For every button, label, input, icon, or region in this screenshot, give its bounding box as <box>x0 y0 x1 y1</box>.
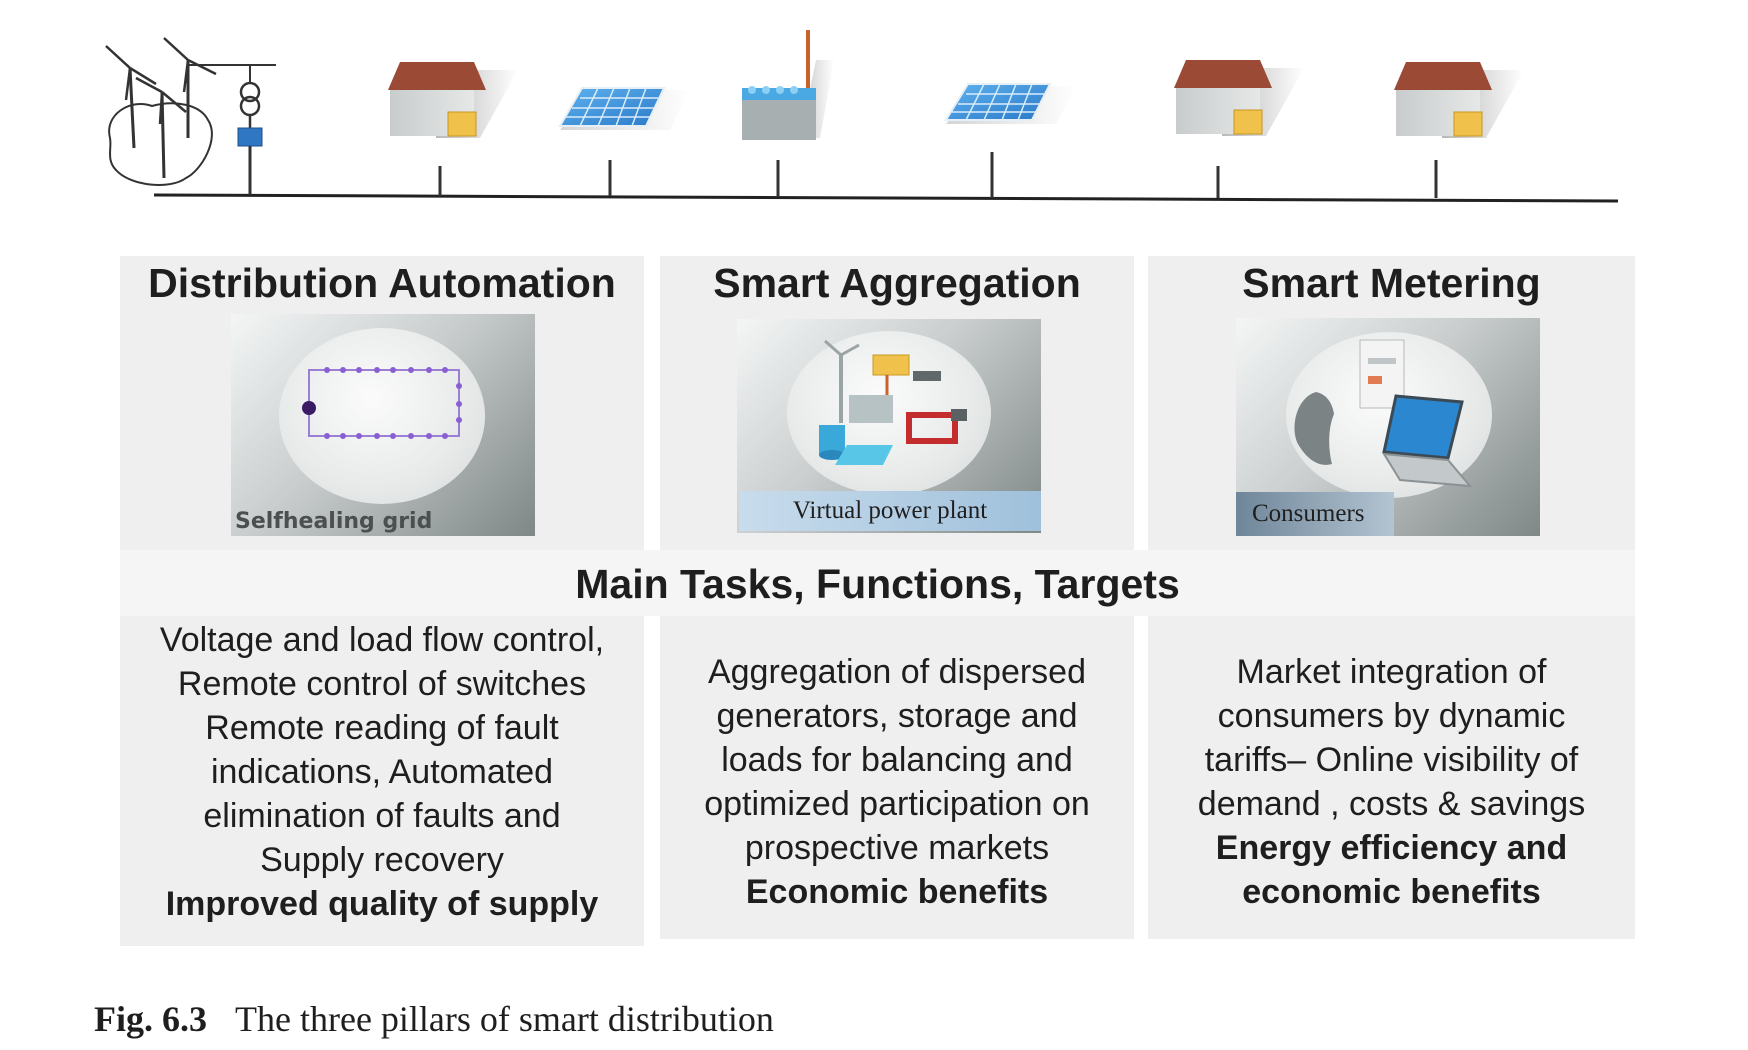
band-title: Main Tasks, Functions, Targets <box>575 561 1180 607</box>
figure-caption: Fig. 6.3 The three pillars of smart distr… <box>94 998 774 1040</box>
description-line: loads for balancing and <box>721 741 1073 779</box>
image-caption: Virtual power plant <box>792 497 988 524</box>
image-caption: Selfhealing grid <box>235 509 433 534</box>
description-line: Remote control of switches <box>177 665 587 703</box>
figure-number: Fig. 6.3 <box>94 999 207 1039</box>
description-line: prospective markets <box>744 829 1050 867</box>
factory-icon <box>742 30 834 196</box>
benefit-line: Economic benefits <box>745 873 1049 911</box>
description-line: indications, Automated <box>210 753 554 791</box>
selfhealing-grid-image: Selfhealing grid <box>231 314 535 536</box>
description-line: optimized participation on <box>704 785 1090 823</box>
pillar-description: Aggregation of dispersed generators, sto… <box>660 650 1134 914</box>
pillar-description: Voltage and load flow control, Remote co… <box>120 618 644 926</box>
description-line: Remote reading of fault <box>205 709 559 747</box>
description-line: Voltage and load flow control, <box>159 621 605 659</box>
wind-turbines-icon <box>105 37 276 186</box>
tasks-band: Main Tasks, Functions, Targets <box>120 550 1635 616</box>
benefit-line: Energy efficiency and <box>1215 829 1568 867</box>
figure-caption-text: The three pillars of smart distribution <box>235 999 774 1039</box>
power-plant-assets-icon <box>819 339 967 465</box>
description-line: Aggregation of dispersed <box>707 653 1087 691</box>
pillar-title: Smart Aggregation <box>713 260 1081 306</box>
consumers-image: Consumers <box>1236 318 1540 536</box>
description-line: consumers by dynamic <box>1217 697 1566 735</box>
description-line: Supply recovery <box>260 841 504 879</box>
ring-network-icon <box>302 367 462 439</box>
house-icon <box>1174 60 1304 198</box>
smart-aggregation-panel: Smart Aggregation Virtual power plant Ag… <box>660 256 1134 939</box>
distribution-network-illustration <box>105 30 1619 203</box>
pillar-description: Market integration of consumers by dynam… <box>1148 650 1635 914</box>
caption-box: Virtual power plant <box>739 491 1041 531</box>
house-icon <box>388 62 518 196</box>
consumer-laptop-icon <box>1294 339 1473 488</box>
house-icon <box>1394 62 1524 198</box>
solar-panel-icon <box>558 87 690 196</box>
description-line: demand , costs & savings <box>1197 785 1586 823</box>
solar-panel-icon <box>944 83 1076 198</box>
description-line: elimination of faults and <box>203 797 561 835</box>
benefit-line: Improved quality of supply <box>165 885 599 923</box>
benefit-line: economic benefits <box>1242 873 1541 911</box>
image-caption: Consumers <box>1252 500 1365 527</box>
pillar-title: Smart Metering <box>1242 260 1541 306</box>
description-line: generators, storage and <box>716 697 1078 735</box>
virtual-power-plant-image: Virtual power plant <box>737 319 1041 533</box>
caption-box: Consumers <box>1236 492 1394 536</box>
description-line: tariffs– Online visibility of <box>1204 741 1579 779</box>
description-line: Market integration of <box>1236 653 1547 691</box>
transformer-icon <box>237 81 263 195</box>
pillar-title: Distribution Automation <box>148 260 616 306</box>
